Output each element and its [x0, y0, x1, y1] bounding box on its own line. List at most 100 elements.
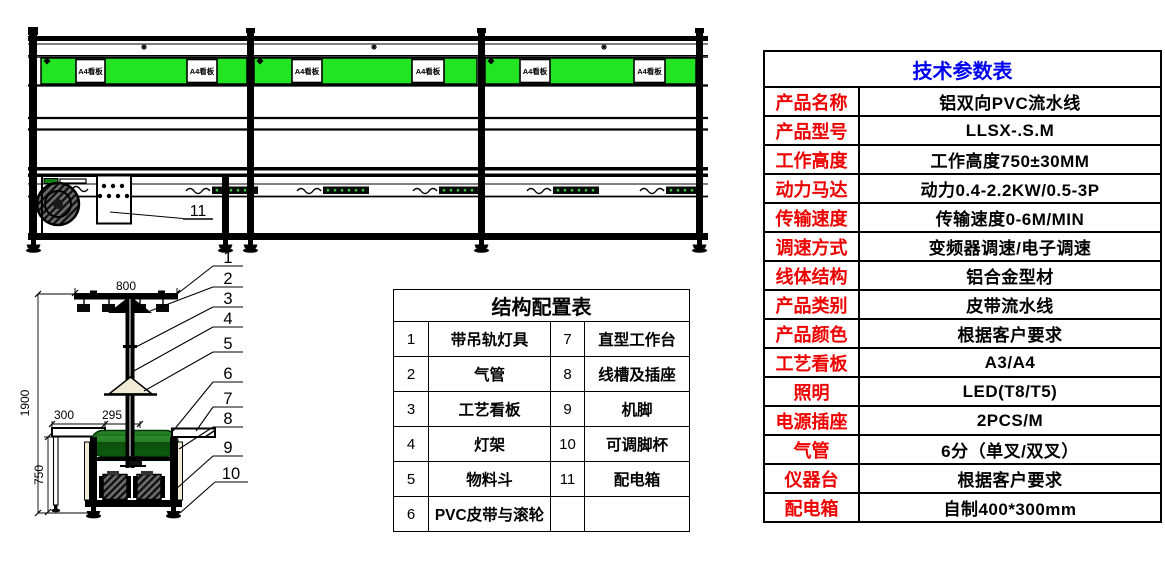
- item-name-cell: PVC皮带与滚轮: [428, 496, 551, 532]
- front-view-drawing: A4看板 A4看板 A4看板 A4看板 A4看板 A4看板: [26, 27, 708, 253]
- table-row: 产品颜色根据客户要求: [763, 318, 1162, 349]
- param-value-cell: 6分（单叉/双叉）: [858, 434, 1162, 465]
- item-no-cell: [550, 496, 585, 532]
- dim-800-label: 800: [116, 279, 136, 293]
- dim-1900-label: 1900: [18, 389, 32, 416]
- cable-socket-group: [526, 186, 599, 195]
- param-value-cell: 自制400*300mm: [858, 492, 1162, 523]
- param-label-cell: 照明: [763, 376, 860, 407]
- posts-and-legs: [26, 27, 707, 253]
- structure-table-title: 结构配置表: [393, 289, 690, 322]
- table-row: 仪器台根据客户要求: [763, 463, 1162, 494]
- kanban-box-label: A4看板: [78, 66, 103, 76]
- table-row: 6 PVC皮带与滚轮: [393, 496, 690, 532]
- kanban-box-label: A4看板: [637, 66, 662, 76]
- distribution-box: 11: [96, 174, 213, 225]
- item-name-cell: 带吊轨灯具: [428, 321, 551, 357]
- item-no-cell: 7: [550, 321, 585, 357]
- item-name-cell: 可调脚杯: [584, 426, 690, 462]
- callout-4: 4: [223, 310, 232, 328]
- table-row: 调速方式变频器调速/电子调速: [763, 231, 1162, 262]
- table-row: 产品名称铝双向PVC流水线: [763, 86, 1162, 117]
- param-value-cell: 根据客户要求: [858, 318, 1162, 349]
- kanban-box-label: A4看板: [523, 66, 548, 76]
- item-name-cell: 工艺看板: [428, 391, 551, 427]
- drive-motors: [99, 471, 165, 501]
- top-beam-and-lamps: 800: [71, 279, 181, 313]
- param-value-cell: LED(T8/T5): [858, 376, 1162, 407]
- param-value-cell: A3/A4: [858, 347, 1162, 378]
- dim-750-label: 750: [32, 465, 46, 485]
- param-value-cell: 传输速度0-6M/MIN: [858, 202, 1162, 233]
- item-name-cell: 直型工作台: [584, 321, 690, 357]
- callout-5: 5: [223, 335, 232, 353]
- param-label-cell: 仪器台: [763, 463, 860, 494]
- param-label-cell: 产品名称: [763, 86, 860, 117]
- item-name-cell: 气管: [428, 356, 551, 392]
- param-label-cell: 调速方式: [763, 231, 860, 262]
- item-name-cell: 物料斗: [428, 461, 551, 497]
- under-frame: [51, 437, 183, 519]
- table-row: 配电箱自制400*300mm: [763, 492, 1162, 523]
- param-value-cell: LLSX-.S.M: [858, 115, 1162, 146]
- item-no-cell: 1: [393, 321, 429, 357]
- table-row: 传输速度传输速度0-6M/MIN: [763, 202, 1162, 233]
- table-row: 工作高度工作高度750±30MM: [763, 144, 1162, 175]
- item-no-cell: 5: [393, 461, 429, 497]
- kanban-box-label: A4看板: [190, 66, 215, 76]
- item-name-cell: 配电箱: [584, 461, 690, 497]
- param-label-cell: 线体结构: [763, 260, 860, 291]
- params-table-title: 技术参数表: [763, 50, 1162, 88]
- item-no-cell: 10: [550, 426, 585, 462]
- item-name-cell: 机脚: [584, 391, 690, 427]
- callout-10: 10: [222, 465, 240, 483]
- param-value-cell: 2PCS/M: [858, 405, 1162, 436]
- dimension-750: 750: [32, 433, 52, 516]
- callout-6: 6: [223, 365, 232, 383]
- table-row: 5 物料斗 11 配电箱: [393, 461, 690, 497]
- param-value-cell: 动力0.4-2.2KW/0.5-3P: [858, 173, 1162, 204]
- item-name-cell: 灯架: [428, 426, 551, 462]
- table-row: 产品类别皮带流水线: [763, 289, 1162, 320]
- kanban-box-label: A4看板: [295, 66, 320, 76]
- item-no-cell: 6: [393, 496, 429, 532]
- item-no-cell: 11: [550, 461, 585, 497]
- param-label-cell: 产品颜色: [763, 318, 860, 349]
- rail-marks: [43, 44, 607, 65]
- adjustable-feet: [26, 240, 707, 253]
- table-row: 4 灯架 10 可调脚杯: [393, 426, 690, 462]
- param-value-cell: 工作高度750±30MM: [858, 144, 1162, 175]
- callout-11: 11: [190, 203, 207, 220]
- param-label-cell: 配电箱: [763, 492, 860, 523]
- table-title-row: 技术参数表: [763, 50, 1162, 88]
- dimension-300-295: 300 295: [48, 408, 144, 428]
- table-row: 线体结构铝合金型材: [763, 260, 1162, 291]
- table-title-row: 结构配置表: [393, 289, 690, 322]
- side-view-drawing: 1900 800 300 295: [18, 249, 248, 519]
- item-no-cell: 4: [393, 426, 429, 462]
- param-value-cell: 根据客户要求: [858, 463, 1162, 494]
- param-label-cell: 电源插座: [763, 405, 860, 436]
- callout-1: 1: [223, 249, 232, 267]
- kanban-strip: A4看板 A4看板 A4看板 A4看板 A4看板 A4看板: [40, 57, 697, 85]
- kanban-boxes: A4看板 A4看板 A4看板 A4看板 A4看板 A4看板: [75, 58, 666, 84]
- cable-socket-group: [639, 186, 698, 195]
- item-no-cell: 2: [393, 356, 429, 392]
- callout-2: 2: [223, 270, 232, 288]
- param-value-cell: 皮带流水线: [858, 289, 1162, 320]
- item-no-cell: 8: [550, 356, 585, 392]
- param-label-cell: 工艺看板: [763, 347, 860, 378]
- item-name-cell: [584, 496, 690, 532]
- param-label-cell: 产品类别: [763, 289, 860, 320]
- table-row: 1 带吊轨灯具 7 直型工作台: [393, 321, 690, 357]
- param-label-cell: 传输速度: [763, 202, 860, 233]
- param-value-cell: 铝合金型材: [858, 260, 1162, 291]
- horizontal-rails: [28, 36, 708, 240]
- item-no-cell: 3: [393, 391, 429, 427]
- table-row: 动力马达动力0.4-2.2KW/0.5-3P: [763, 173, 1162, 204]
